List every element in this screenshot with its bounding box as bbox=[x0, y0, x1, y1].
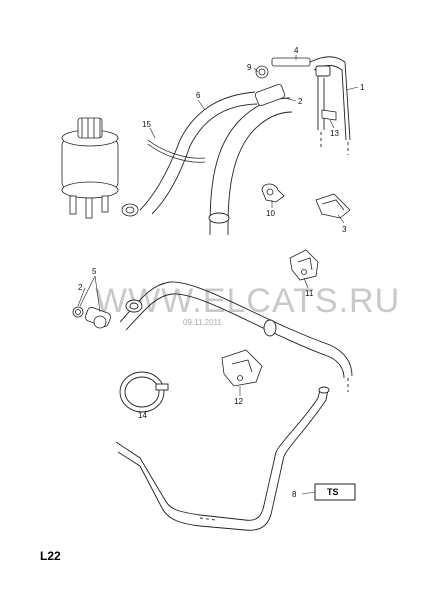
callout-12: 12 bbox=[234, 397, 243, 406]
callouts: 1 2 2 3 4 5 6 8 9 10 11 12 13 14 15 bbox=[78, 46, 365, 499]
watermark-date: 09.11.2011 bbox=[183, 318, 222, 327]
callout-11: 11 bbox=[305, 289, 314, 298]
watermark-site: WWW.ELCATS.RU bbox=[95, 282, 400, 320]
clip-13-drawing bbox=[321, 109, 337, 121]
leader-lines bbox=[77, 55, 359, 495]
diagram-code: L22 bbox=[40, 549, 61, 563]
pressure-hose-lower-drawing bbox=[119, 281, 353, 392]
callout-1: 1 bbox=[360, 83, 365, 92]
bracket-12-drawing bbox=[221, 349, 263, 387]
ts-box: TS bbox=[314, 483, 356, 501]
callout-10: 10 bbox=[266, 209, 275, 218]
fitting-upper-drawing bbox=[254, 57, 311, 106]
hose-6-drawing bbox=[139, 91, 258, 215]
fitting-lower-drawing bbox=[72, 306, 111, 329]
cooler-pipe-8-drawing bbox=[115, 386, 330, 531]
hose-15-drawing bbox=[147, 139, 206, 163]
return-hose-drawing bbox=[208, 97, 293, 236]
callout-2-lower: 2 bbox=[78, 283, 83, 292]
callout-6: 6 bbox=[196, 91, 201, 100]
ts-box-label: TS bbox=[327, 487, 339, 497]
clip-10-drawing bbox=[261, 183, 285, 203]
callout-4: 4 bbox=[294, 46, 299, 55]
callout-14: 14 bbox=[138, 411, 147, 420]
bracket-11-drawing bbox=[289, 249, 319, 281]
callout-15: 15 bbox=[142, 120, 151, 129]
clamp-14-drawing bbox=[119, 371, 169, 413]
callout-8: 8 bbox=[292, 490, 297, 499]
callout-9: 9 bbox=[247, 63, 252, 72]
callout-2-upper: 2 bbox=[298, 97, 303, 106]
bracket-3-drawing bbox=[315, 193, 351, 219]
reservoir-drawing bbox=[61, 117, 119, 219]
callout-13: 13 bbox=[330, 129, 339, 138]
clamp-small-drawing bbox=[121, 203, 139, 217]
callout-5: 5 bbox=[92, 267, 97, 276]
callout-3: 3 bbox=[342, 225, 347, 234]
pipe-1-drawing bbox=[309, 56, 351, 155]
